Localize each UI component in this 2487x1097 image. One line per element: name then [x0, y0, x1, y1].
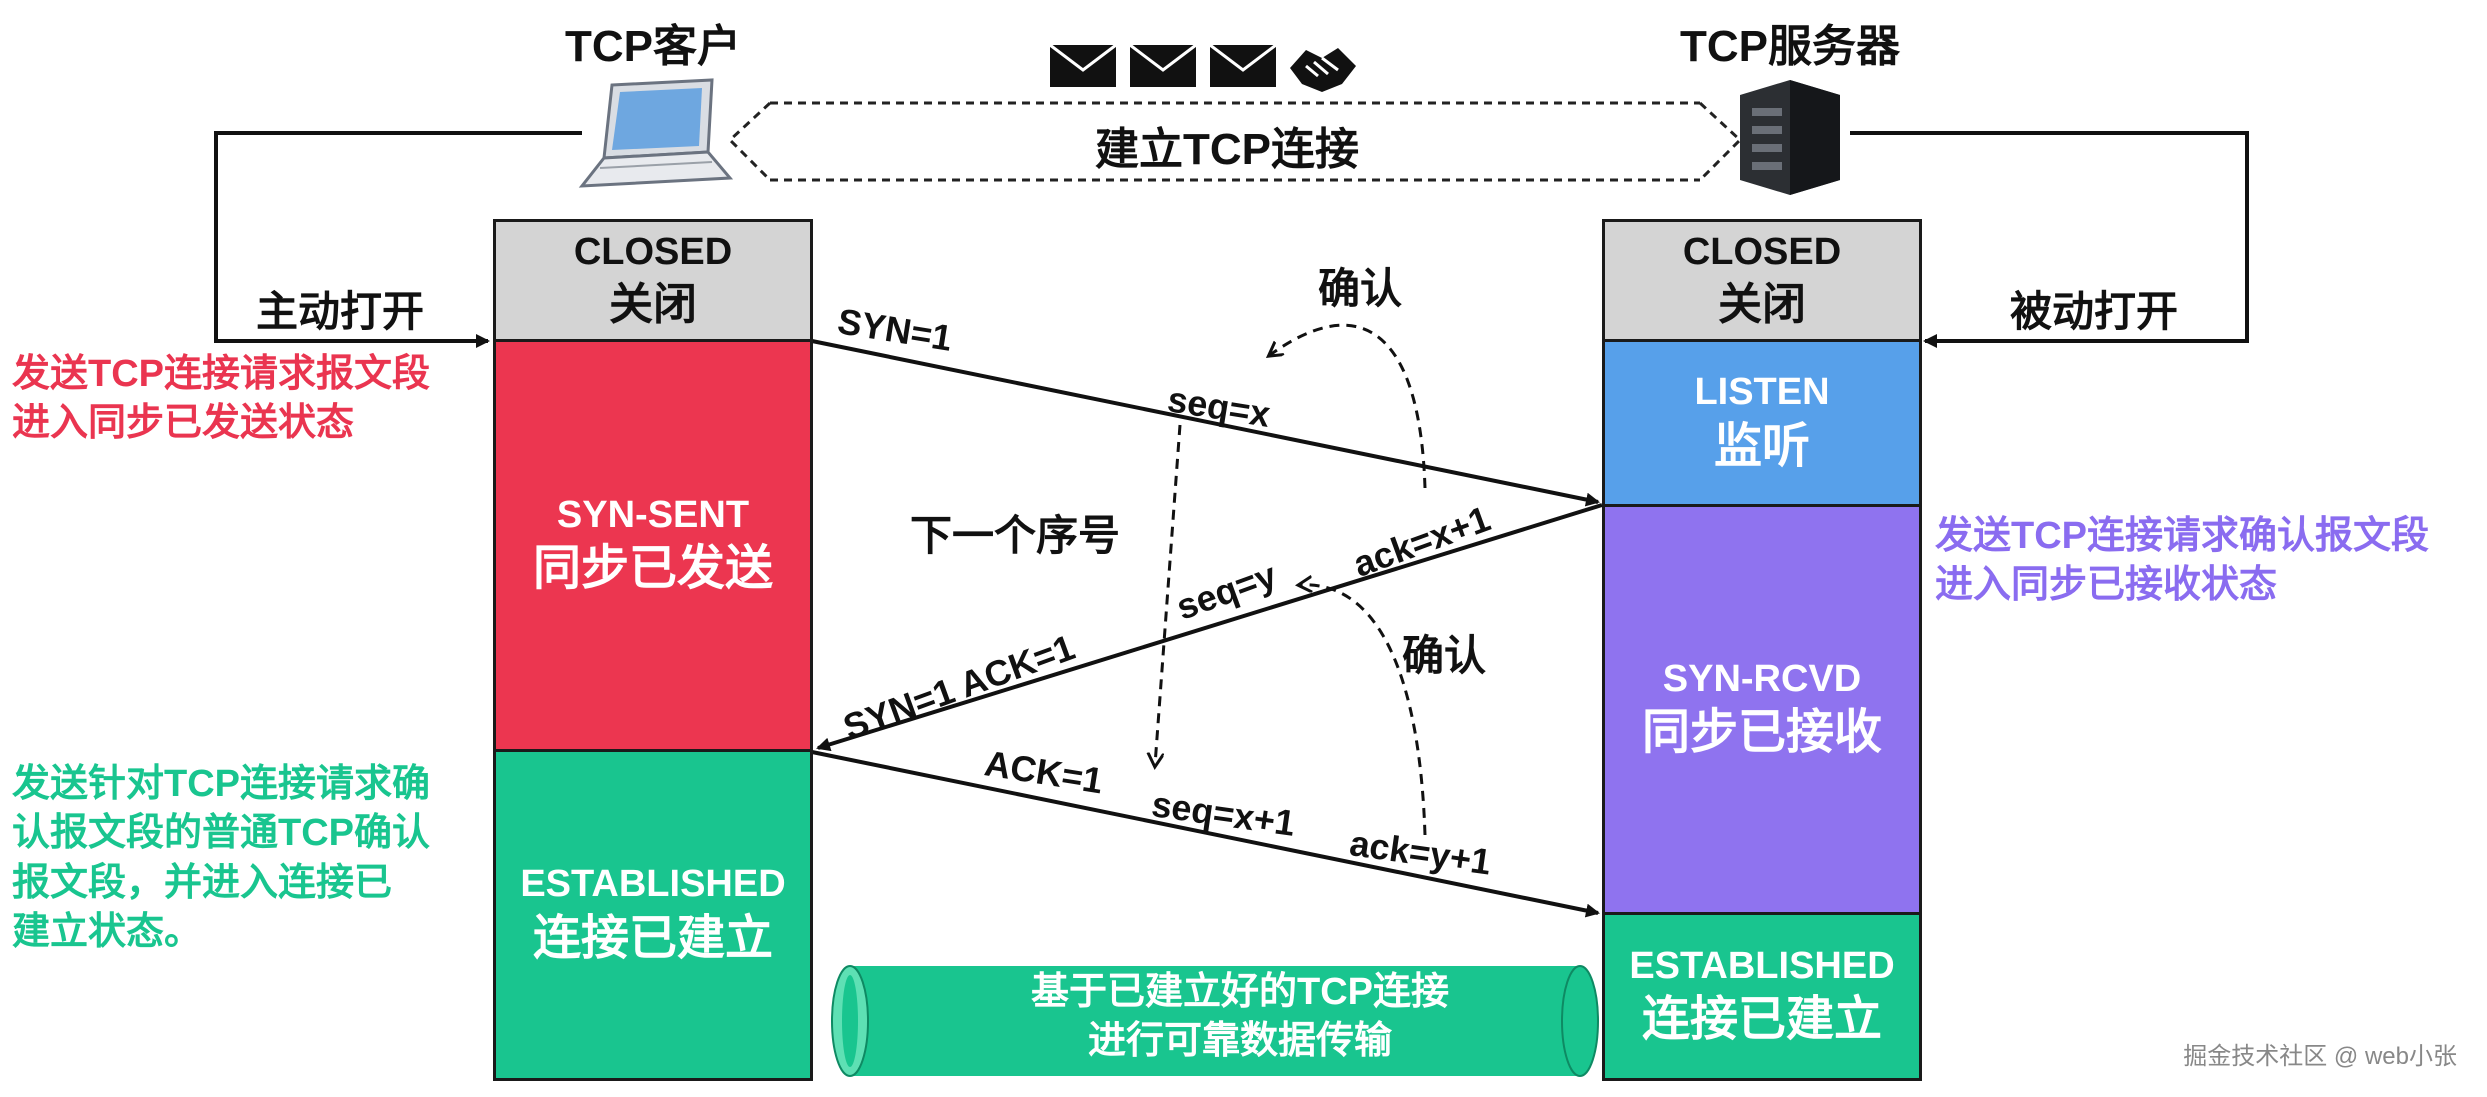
- client-state-syn-sent: SYN-SENT 同步已发送: [493, 339, 813, 752]
- client-established-en: ESTABLISHED: [520, 863, 786, 906]
- server-open-connector: [1850, 131, 2249, 348]
- server-syn-rcvd-cn: 同步已接收: [1641, 706, 1882, 760]
- server-listen-en: LISTEN: [1694, 371, 1830, 414]
- envelope-icon: [1129, 43, 1197, 87]
- ack-arrow: [811, 750, 1600, 918]
- client-open-connector: [214, 131, 582, 348]
- client-state-closed: CLOSED 关闭: [493, 219, 813, 342]
- server-closed-cn: 关闭: [1718, 279, 1806, 329]
- handshake-icon: [1290, 48, 1356, 92]
- server-synack-note: 发送TCP连接请求确认报文段 进入同步已接收状态: [1935, 515, 2430, 607]
- client-syn-note: 发送TCP连接请求报文段 进入同步已发送状态: [12, 353, 431, 445]
- server-open-label: 被动打开: [2010, 288, 2179, 335]
- data-tube-text: 基于已建立好的TCP连接 进行可靠数据传输: [1030, 971, 1449, 1063]
- synack-arrow: [816, 503, 1603, 752]
- envelope-icon: [1209, 43, 1277, 87]
- server-state-syn-rcvd: SYN-RCVD 同步已接收: [1602, 504, 1922, 915]
- server-established-cn: 连接已建立: [1641, 993, 1882, 1047]
- client-syn-sent-en: SYN-SENT: [556, 493, 750, 536]
- server-state-closed: CLOSED 关闭: [1602, 219, 1922, 342]
- client-title: TCP客户: [565, 22, 741, 71]
- connection-band: [727, 101, 1743, 182]
- watermark: 掘金技术社区 @ web小张: [2183, 1043, 2457, 1070]
- client-open-label: 主动打开: [256, 288, 425, 335]
- confirm-top-arrow: [1270, 323, 1427, 489]
- server-state-established: ESTABLISHED 连接已建立: [1602, 912, 1922, 1081]
- next-seq-arrow: [1155, 424, 1182, 765]
- envelope-icon: [1049, 43, 1117, 87]
- client-state-established: ESTABLISHED 连接已建立: [493, 749, 813, 1081]
- client-closed-en: CLOSED: [573, 231, 733, 274]
- server-established-en: ESTABLISHED: [1629, 944, 1895, 987]
- client-closed-cn: 关闭: [609, 279, 697, 329]
- laptop-icon: [578, 78, 734, 188]
- server-listen-cn: 监听: [1713, 419, 1810, 473]
- server-syn-rcvd-en: SYN-RCVD: [1662, 657, 1862, 700]
- server-icon: [1740, 80, 1840, 195]
- client-ack-note: 发送针对TCP连接请求确 认报文段的普通TCP确认 报文段，并进入连接已 建立状…: [12, 763, 431, 954]
- next-seq-label: 下一个序号: [910, 512, 1121, 559]
- data-tube: [831, 965, 1599, 1077]
- connection-label: 建立TCP连接: [1095, 125, 1359, 174]
- server-closed-en: CLOSED: [1682, 231, 1842, 274]
- server-state-listen: LISTEN 监听: [1602, 339, 1922, 507]
- confirm-bottom-label: 确认: [1402, 632, 1487, 679]
- confirm-bottom-arrow: [1300, 585, 1427, 836]
- syn-arrow: [811, 339, 1600, 507]
- client-established-cn: 连接已建立: [532, 911, 773, 965]
- client-syn-sent-cn: 同步已发送: [532, 542, 773, 596]
- server-title: TCP服务器: [1680, 22, 1900, 71]
- confirm-top-label: 确认: [1318, 265, 1403, 312]
